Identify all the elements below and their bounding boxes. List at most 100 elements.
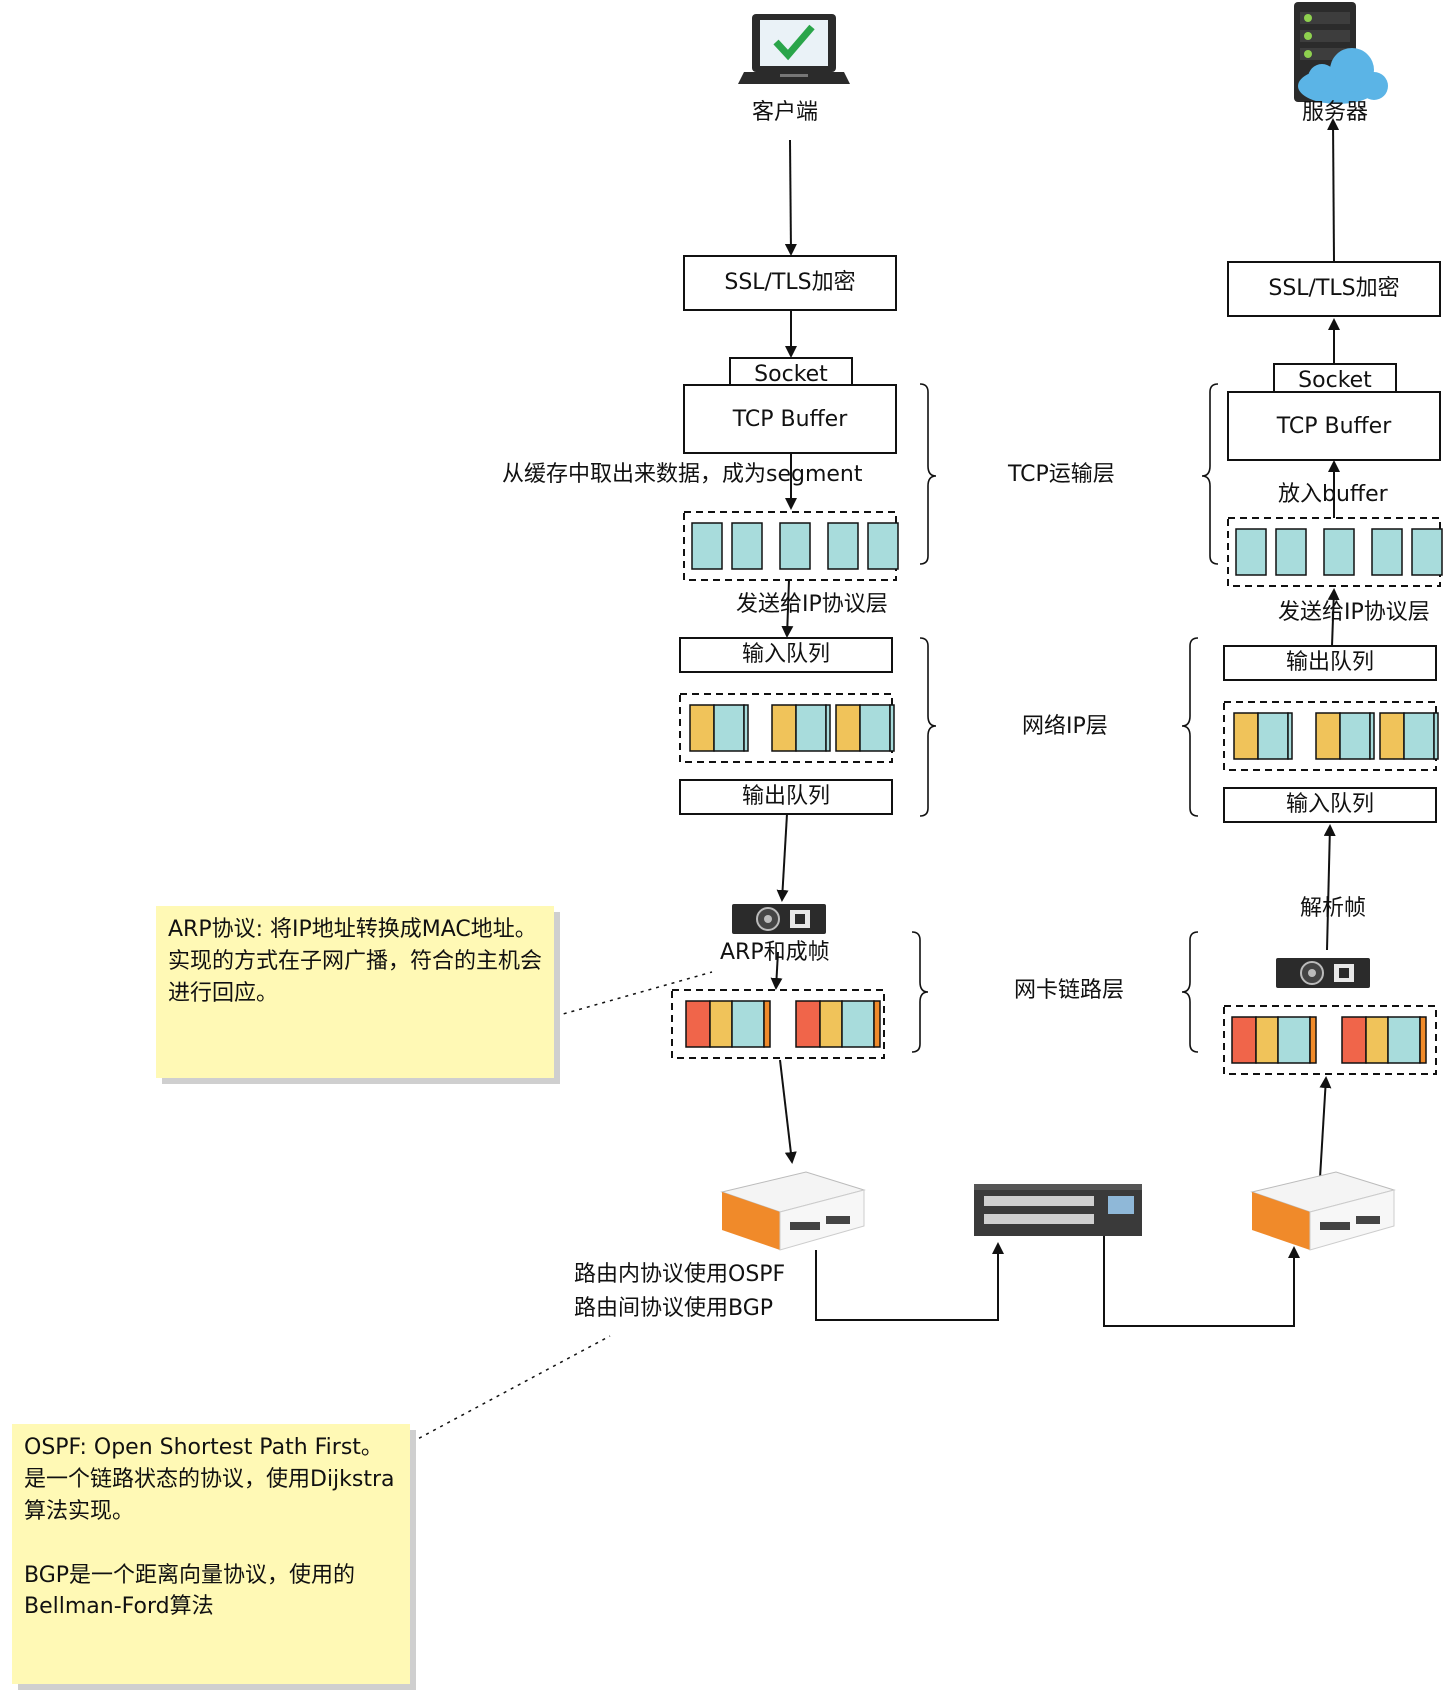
arp-note: ARP协议: 将IP地址转换成MAC地址。 实现的方式在子网广播，符合的主机会进… [156,906,554,1078]
router-protocols-line1: 路由内协议使用OSPF [574,1262,786,1287]
frame-ip-block [709,1000,733,1048]
ip-packet-blocks-right [1233,712,1439,760]
segment-block [827,522,859,570]
brace-ip-left [919,637,937,817]
into-buffer-label: 放入buffer [1278,482,1388,507]
brace-ip-right [1181,637,1199,817]
socket-label-left: Socket [754,362,828,387]
ip-payload-block [1339,712,1371,760]
segment-block [779,522,811,570]
parse-frame-label: 解析帧 [1300,896,1367,921]
frame-header-block [795,1000,821,1048]
laptop-icon [738,14,850,84]
ip-tail-block [1287,712,1293,760]
frame-tail-block [873,1000,881,1048]
ip-header-block [689,704,715,752]
segment-block [1371,528,1403,576]
arrow-ip-to-segments [1327,588,1340,647]
ospf-note-text: OSPF: Open Shortest Path First。是一个链路状态的协… [24,1435,395,1620]
ssl-box-right [1227,261,1441,317]
ip-tail-block [825,704,831,752]
frame-tail-block [1309,1016,1317,1064]
output-queue-label-right: 输出队列 [1285,650,1374,675]
frame-ip-block [1365,1016,1389,1064]
link-router-to-switch [815,1242,1004,1321]
arp-note-connector [555,971,713,1017]
frame-payload-block [841,1000,875,1048]
frame-tail-block [1419,1016,1427,1064]
segment-blocks-right [1235,528,1443,576]
frame-header-block [685,1000,711,1048]
frame-group-right [1223,1005,1437,1075]
frame-blocks-left [685,1000,881,1048]
output-queue-label-left: 输出队列 [741,784,830,809]
tcp-buffer-label-right: TCP Buffer [1276,414,1392,439]
ip-tail-block [1433,712,1439,760]
arp-frame-label: ARP和成帧 [720,940,830,965]
brace-tcp-right [1201,383,1219,565]
server-label: 服务器 [1302,100,1369,125]
send-ip-label-left: 发送给IP协议层 [736,592,888,617]
frame-header-block [1231,1016,1257,1064]
client-label: 客户端 [752,100,819,125]
layer-label-ip: 网络IP层 [1022,714,1108,739]
router-icon-left [720,1171,866,1251]
ssl-box-left [683,255,897,311]
frame-blocks-right [1231,1016,1427,1064]
frame-payload-block [1277,1016,1311,1064]
input-queue-box-right [1223,787,1437,823]
frame-group-left [671,989,885,1059]
arp-note-text: ARP协议: 将IP地址转换成MAC地址。 实现的方式在子网广播，符合的主机会进… [168,917,543,1006]
segment-block [1275,528,1307,576]
arrow-nic-to-ip [1323,824,1336,951]
layer-label-link: 网卡链路层 [1014,978,1125,1003]
router-icon-right [1250,1171,1396,1251]
segment-block [731,522,763,570]
frame-header-block [1341,1016,1367,1064]
ip-payload-block [713,704,745,752]
frame-payload-block [1387,1016,1421,1064]
arrow-segments-to-ip [781,579,794,638]
router-protocols-line2: 路由间协议使用BGP [574,1296,774,1321]
layer-braces [911,383,1219,1053]
frame-ip-block [1255,1016,1279,1064]
ospf-note-connector [411,1335,611,1443]
ssl-label-right: SSL/TLS加密 [1268,276,1400,301]
output-queue-box-left [679,779,893,815]
frame-payload-block [731,1000,765,1048]
server-cloud-icon [1294,2,1388,104]
arrow-nic-to-frames [770,951,783,990]
segment-block [1411,528,1443,576]
ip-header-block [835,704,861,752]
brace-tcp-left [919,383,937,565]
segment-block [1323,528,1355,576]
ssl-label-left: SSL/TLS加密 [724,270,856,295]
arrow-ip-to-nic [776,813,789,902]
socket-label-right: Socket [1298,368,1372,393]
ip-payload-block [795,704,827,752]
ip-tail-block [889,704,895,752]
arrow-frames-to-router [779,1059,797,1164]
arrow-router-to-frames [1319,1076,1332,1179]
network-card-icon-left [732,904,826,934]
frame-tail-block [763,1000,771,1048]
segment-block [691,522,723,570]
input-queue-label-left: 输入队列 [741,642,830,667]
ip-payload-block [859,704,891,752]
ip-payload-block [1257,712,1289,760]
ip-tail-block [1369,712,1375,760]
segment-block [867,522,899,570]
ospf-note: OSPF: Open Shortest Path First。是一个链路状态的协… [12,1424,410,1684]
tcp-buffer-box-right [1227,391,1441,461]
ip-header-block [771,704,797,752]
ip-header-block [1379,712,1405,760]
send-ip-label-right: 发送给IP协议层 [1278,600,1430,625]
frame-ip-block [819,1000,843,1048]
network-card-icon-right [1276,958,1370,988]
segment-text-left: 从缓存中取出来数据，成为segment [502,462,863,487]
ip-header-block [1315,712,1341,760]
ip-payload-block [1403,712,1435,760]
output-queue-box-right [1223,645,1437,681]
arrow-client-to-ssl [784,139,797,256]
